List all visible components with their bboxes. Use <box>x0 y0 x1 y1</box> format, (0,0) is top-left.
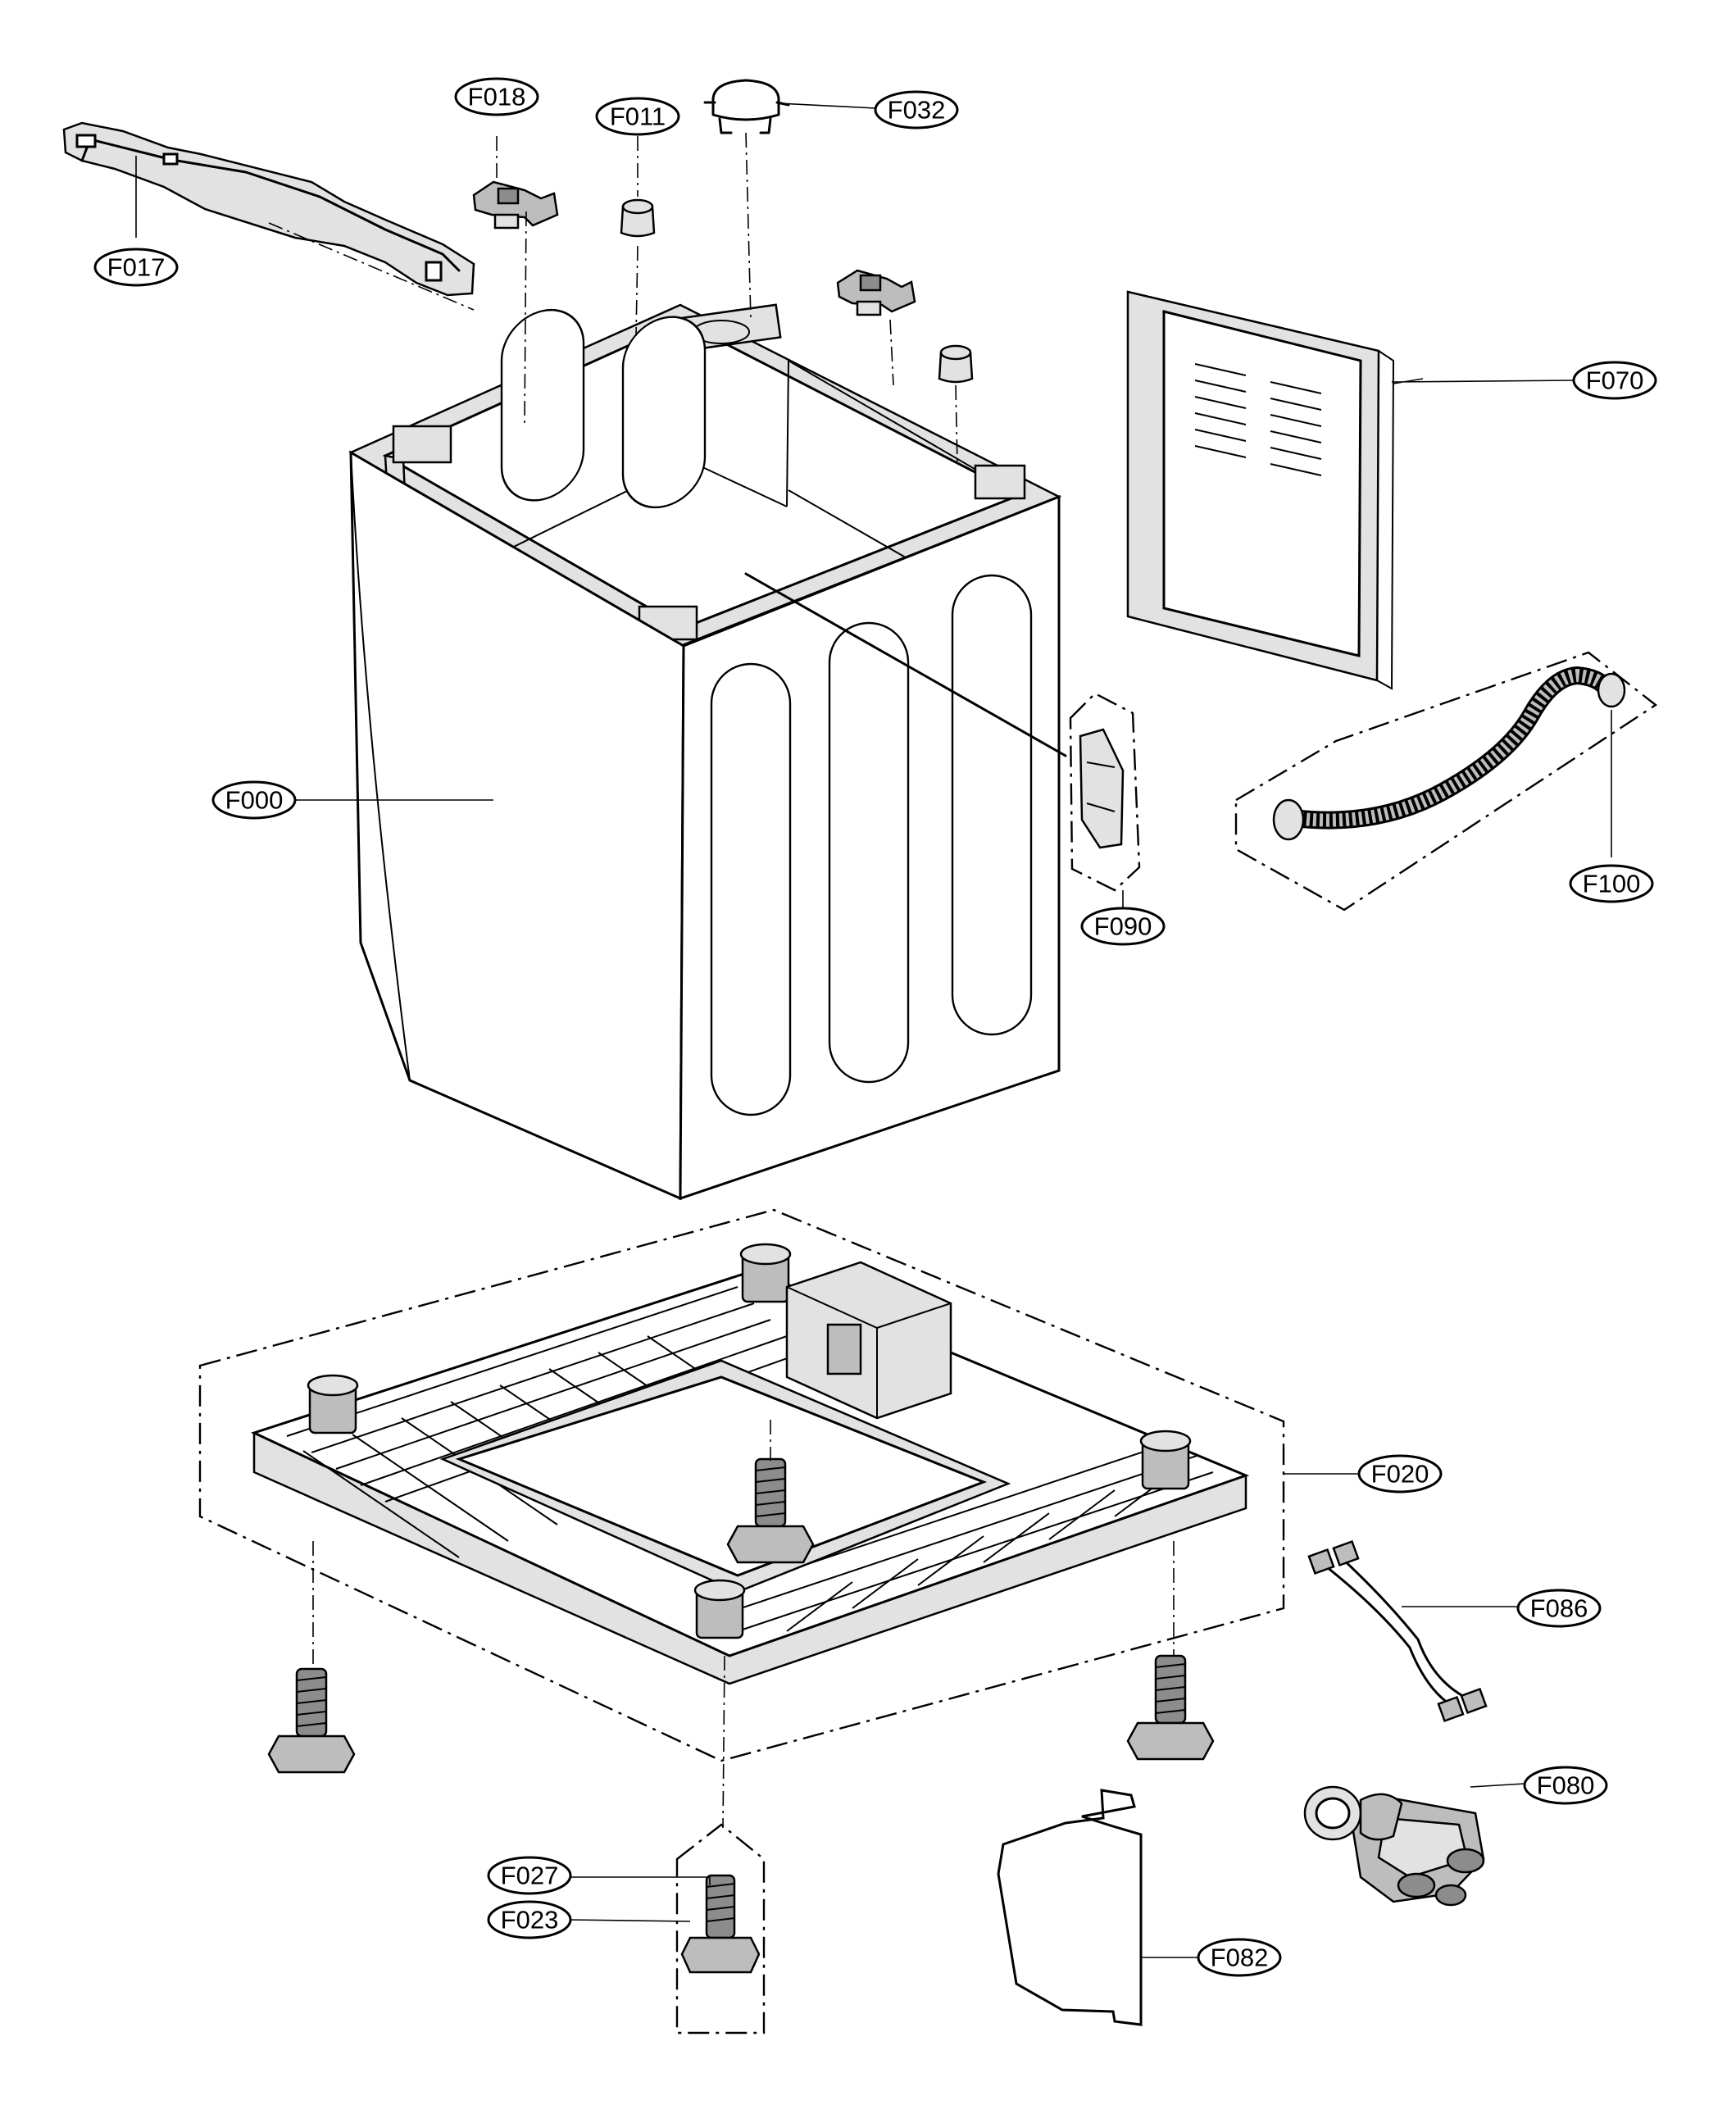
svg-text:F080: F080 <box>1537 1771 1595 1800</box>
callout-f018: F018 <box>454 77 539 116</box>
svg-text:F011: F011 <box>610 102 666 131</box>
drain-pump <box>1303 1785 1485 1907</box>
svg-text:F032: F032 <box>888 96 946 125</box>
cabinet-body <box>348 303 1067 1201</box>
svg-text:F000: F000 <box>225 786 284 815</box>
svg-text:F027: F027 <box>501 1862 559 1890</box>
damper-right <box>938 344 974 384</box>
svg-text:F017: F017 <box>107 253 166 282</box>
leveling-foot-detail-group <box>675 1823 766 2035</box>
callout-f017: F017 <box>93 248 179 287</box>
svg-text:F023: F023 <box>501 1906 559 1935</box>
leveling-foot-left <box>267 1667 356 1774</box>
callout-f100: F100 <box>1569 864 1654 903</box>
svg-text:F018: F018 <box>468 83 526 111</box>
callout-f070: F070 <box>1572 361 1657 400</box>
panel-vent-slots-left <box>1194 363 1247 458</box>
svg-text:F086: F086 <box>1530 1594 1588 1623</box>
drain-hose-group <box>1234 651 1658 912</box>
svg-text:F090: F090 <box>1094 912 1152 941</box>
lid-switch-right <box>836 269 916 316</box>
mounting-plate <box>997 1789 1143 2026</box>
svg-text:F020: F020 <box>1371 1460 1429 1489</box>
callout-f000: F000 <box>211 780 297 820</box>
side-bracket-group <box>1069 692 1141 892</box>
leveling-foot-right <box>1126 1654 1215 1761</box>
top-frame-bracket <box>62 121 475 297</box>
callout-f082: F082 <box>1197 1938 1282 1977</box>
hose-clamp <box>703 79 790 134</box>
svg-text:F082: F082 <box>1211 1944 1269 1972</box>
callout-f011: F011 <box>595 97 680 136</box>
leader-lines <box>135 102 1612 1958</box>
callout-f027: F027 <box>487 1856 572 1895</box>
callout-f086: F086 <box>1516 1589 1602 1628</box>
rear-cover-panel <box>1126 290 1395 690</box>
callout-f080: F080 <box>1523 1766 1608 1805</box>
callout-f090: F090 <box>1080 907 1166 946</box>
base-frame-group <box>198 1208 1285 1762</box>
callout-f032: F032 <box>874 90 959 130</box>
damper-left <box>620 198 656 238</box>
callout-f023: F023 <box>487 1900 572 1939</box>
lid-switch-left <box>472 180 559 230</box>
callout-f020: F020 <box>1357 1454 1443 1494</box>
panel-vent-slots-right <box>1270 381 1322 476</box>
svg-text:F070: F070 <box>1586 366 1644 395</box>
svg-text:F100: F100 <box>1583 870 1641 898</box>
wire-harness <box>1307 1539 1488 1723</box>
